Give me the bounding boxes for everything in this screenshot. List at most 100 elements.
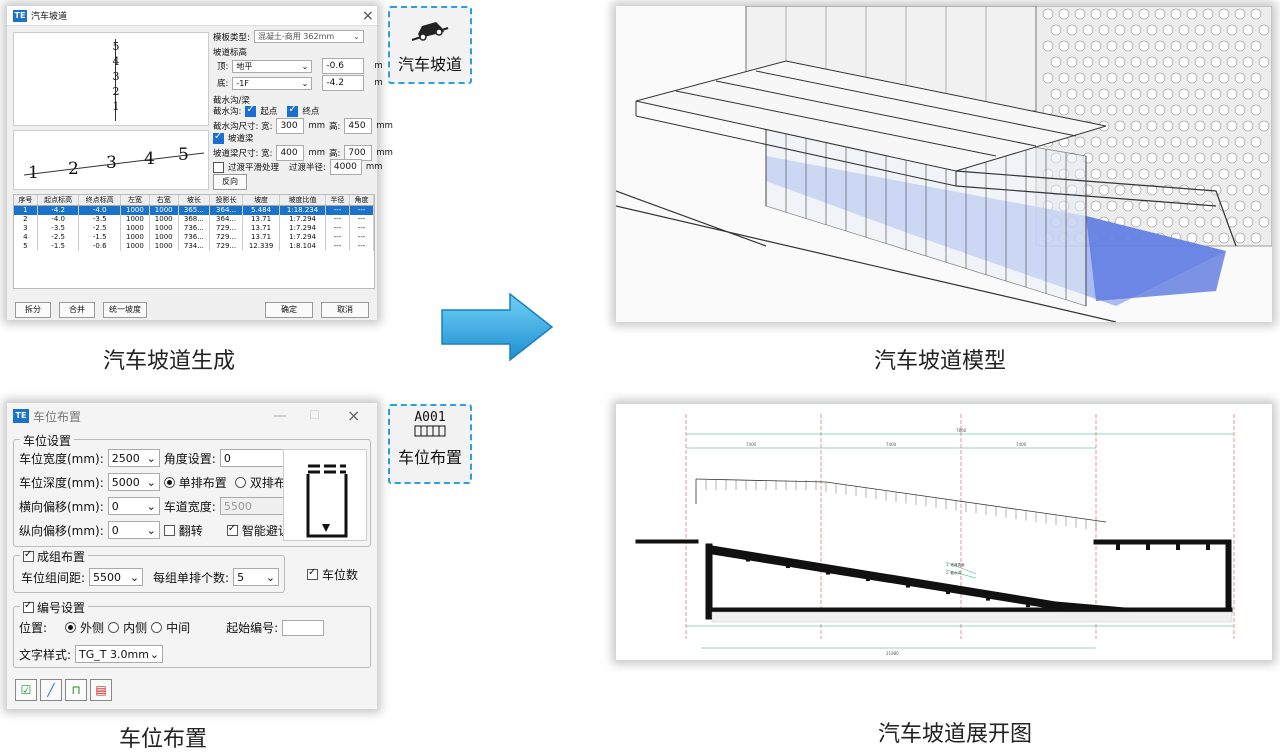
chevron-down-icon: ⌄ bbox=[353, 32, 360, 41]
column-header[interactable]: 坡度比值 bbox=[279, 195, 326, 206]
radius-input[interactable]: 4000 bbox=[329, 159, 362, 175]
start-no-input[interactable] bbox=[282, 619, 325, 636]
minimize-icon[interactable]: — bbox=[273, 408, 287, 424]
per-group-value: 5 bbox=[237, 570, 245, 584]
parking-dialog: TE 车位布置 — ☐ × 车位设置 车位宽度(mm): 2500⌄ 角度设置:… bbox=[7, 403, 377, 709]
group-layout-checkbox[interactable] bbox=[23, 549, 34, 562]
merge-button[interactable]: 合并 bbox=[59, 302, 95, 318]
table-cell: -1.5 bbox=[78, 232, 122, 242]
draw-line-icon[interactable]: ╱ bbox=[40, 679, 62, 701]
table-cell: --- bbox=[349, 241, 374, 251]
depth-value: 5000 bbox=[111, 475, 140, 489]
column-header[interactable]: 半径 bbox=[325, 195, 350, 206]
width-select[interactable]: 2500⌄ bbox=[107, 449, 160, 467]
count-checkbox[interactable] bbox=[307, 567, 318, 580]
close-icon[interactable]: × bbox=[347, 406, 361, 425]
table-cell: 12.339 bbox=[242, 241, 281, 251]
table-cell: 1000 bbox=[120, 205, 150, 215]
lane-select[interactable]: 5500⌄ bbox=[219, 497, 298, 515]
table-cell: 1000 bbox=[149, 232, 179, 242]
slot-row-icon[interactable]: ⊓ bbox=[65, 679, 87, 701]
ok-button[interactable]: 确定 bbox=[265, 302, 313, 318]
per-group-select[interactable]: 5⌄ bbox=[233, 568, 280, 586]
split-button[interactable]: 拆分 bbox=[15, 302, 51, 318]
top-value-input[interactable]: -0.6 bbox=[322, 58, 365, 74]
hoffset-label: 横向偏移(mm): bbox=[19, 499, 104, 514]
cancel-button[interactable]: 取消 bbox=[321, 302, 369, 318]
smooth-checkbox[interactable] bbox=[213, 161, 224, 173]
voffset-select[interactable]: 0⌄ bbox=[107, 521, 160, 539]
table-cell: 1000 bbox=[149, 205, 179, 215]
arrow-right-icon bbox=[441, 292, 554, 362]
single-row-radio[interactable] bbox=[163, 476, 175, 488]
table-cell: 1:8.104 bbox=[279, 241, 326, 251]
table-cell: 5.484 bbox=[242, 205, 281, 215]
template-value: 混凝土-商用 362mm bbox=[257, 32, 335, 41]
inner-radio[interactable] bbox=[108, 622, 120, 633]
beam-checkbox[interactable] bbox=[213, 131, 224, 144]
select-slot-icon[interactable]: ☑ bbox=[15, 679, 37, 701]
avoid-checkbox[interactable] bbox=[226, 523, 238, 536]
flip-checkbox[interactable] bbox=[163, 524, 175, 536]
svg-text:21980: 21980 bbox=[886, 651, 899, 656]
table-cell: 729... bbox=[209, 232, 243, 242]
drain-height-input[interactable]: 450 bbox=[344, 118, 373, 134]
height-label: 高: bbox=[329, 122, 341, 132]
elevation-title: 坡道标高 bbox=[213, 48, 248, 58]
column-header[interactable]: 坡长 bbox=[178, 195, 211, 206]
chevron-down-icon: ⌄ bbox=[146, 475, 156, 489]
ramp-model-render bbox=[616, 6, 1272, 322]
double-row-radio[interactable] bbox=[234, 476, 246, 488]
svg-text:7400: 7400 bbox=[1016, 442, 1027, 447]
ramp-tool-button[interactable]: 汽车坡道 bbox=[388, 6, 472, 84]
voffset-label: 纵向偏移(mm): bbox=[19, 523, 104, 538]
slot-grid-icon[interactable]: ▤ bbox=[90, 679, 112, 701]
unify-slope-button[interactable]: 统一坡度 bbox=[103, 302, 147, 318]
template-select[interactable]: 混凝土-商用 362mm ⌄ bbox=[253, 30, 364, 43]
column-header[interactable]: 起点标高 bbox=[37, 195, 80, 206]
angle-value: 0 bbox=[223, 451, 231, 465]
table-cell: 2 bbox=[14, 214, 38, 224]
bottom-level-select[interactable]: -1F⌄ bbox=[232, 76, 313, 90]
table-cell: 13.71 bbox=[242, 232, 281, 242]
close-icon[interactable]: × bbox=[362, 8, 374, 24]
column-header[interactable]: 终点标高 bbox=[78, 195, 122, 206]
ramp-preview-vertical: 5 4 3 2 1 bbox=[13, 32, 209, 126]
parking-tool-button[interactable]: A001 车位布置 bbox=[388, 404, 472, 484]
maximize-icon[interactable]: ☐ bbox=[309, 408, 320, 422]
column-header[interactable]: 序号 bbox=[14, 195, 38, 206]
svg-text:7400: 7400 bbox=[886, 442, 897, 447]
drain-end-checkbox[interactable] bbox=[287, 104, 299, 117]
top-label: 顶: bbox=[217, 62, 229, 72]
bottom-value-input[interactable]: -4.2 bbox=[322, 75, 365, 91]
width-value: 2500 bbox=[111, 451, 140, 465]
outer-radio[interactable] bbox=[65, 622, 77, 633]
hoffset-select[interactable]: 0⌄ bbox=[107, 497, 160, 515]
svg-text:7860: 7860 bbox=[956, 428, 967, 433]
column-header[interactable]: 左宽 bbox=[120, 195, 150, 206]
beam-size-label: 坡道梁尺寸: 宽: bbox=[213, 149, 273, 159]
hoffset-value: 0 bbox=[111, 499, 119, 513]
numbering-checkbox[interactable] bbox=[23, 600, 34, 613]
column-header[interactable]: 右宽 bbox=[149, 195, 179, 206]
gap-select[interactable]: 5500⌄ bbox=[89, 568, 144, 586]
reverse-button[interactable]: 反向 bbox=[213, 174, 247, 190]
beam-width-input[interactable]: 400 bbox=[276, 145, 305, 161]
column-header[interactable]: 投影长 bbox=[209, 195, 243, 206]
column-header[interactable]: 坡度 bbox=[242, 195, 281, 206]
top-level-select[interactable]: 地平⌄ bbox=[232, 59, 313, 73]
depth-select[interactable]: 5000 ⌄ bbox=[107, 473, 160, 491]
drain-label: 截水沟: bbox=[213, 107, 242, 117]
table-cell: --- bbox=[349, 205, 374, 215]
table-cell: --- bbox=[325, 232, 350, 242]
column-header[interactable]: 角度 bbox=[349, 195, 374, 206]
middle-radio[interactable] bbox=[151, 622, 163, 633]
text-style-select[interactable]: TG_T 3.0mm⌄ bbox=[75, 645, 164, 663]
drain-start-checkbox[interactable] bbox=[245, 104, 257, 117]
drain-width-input[interactable]: 300 bbox=[276, 118, 305, 134]
